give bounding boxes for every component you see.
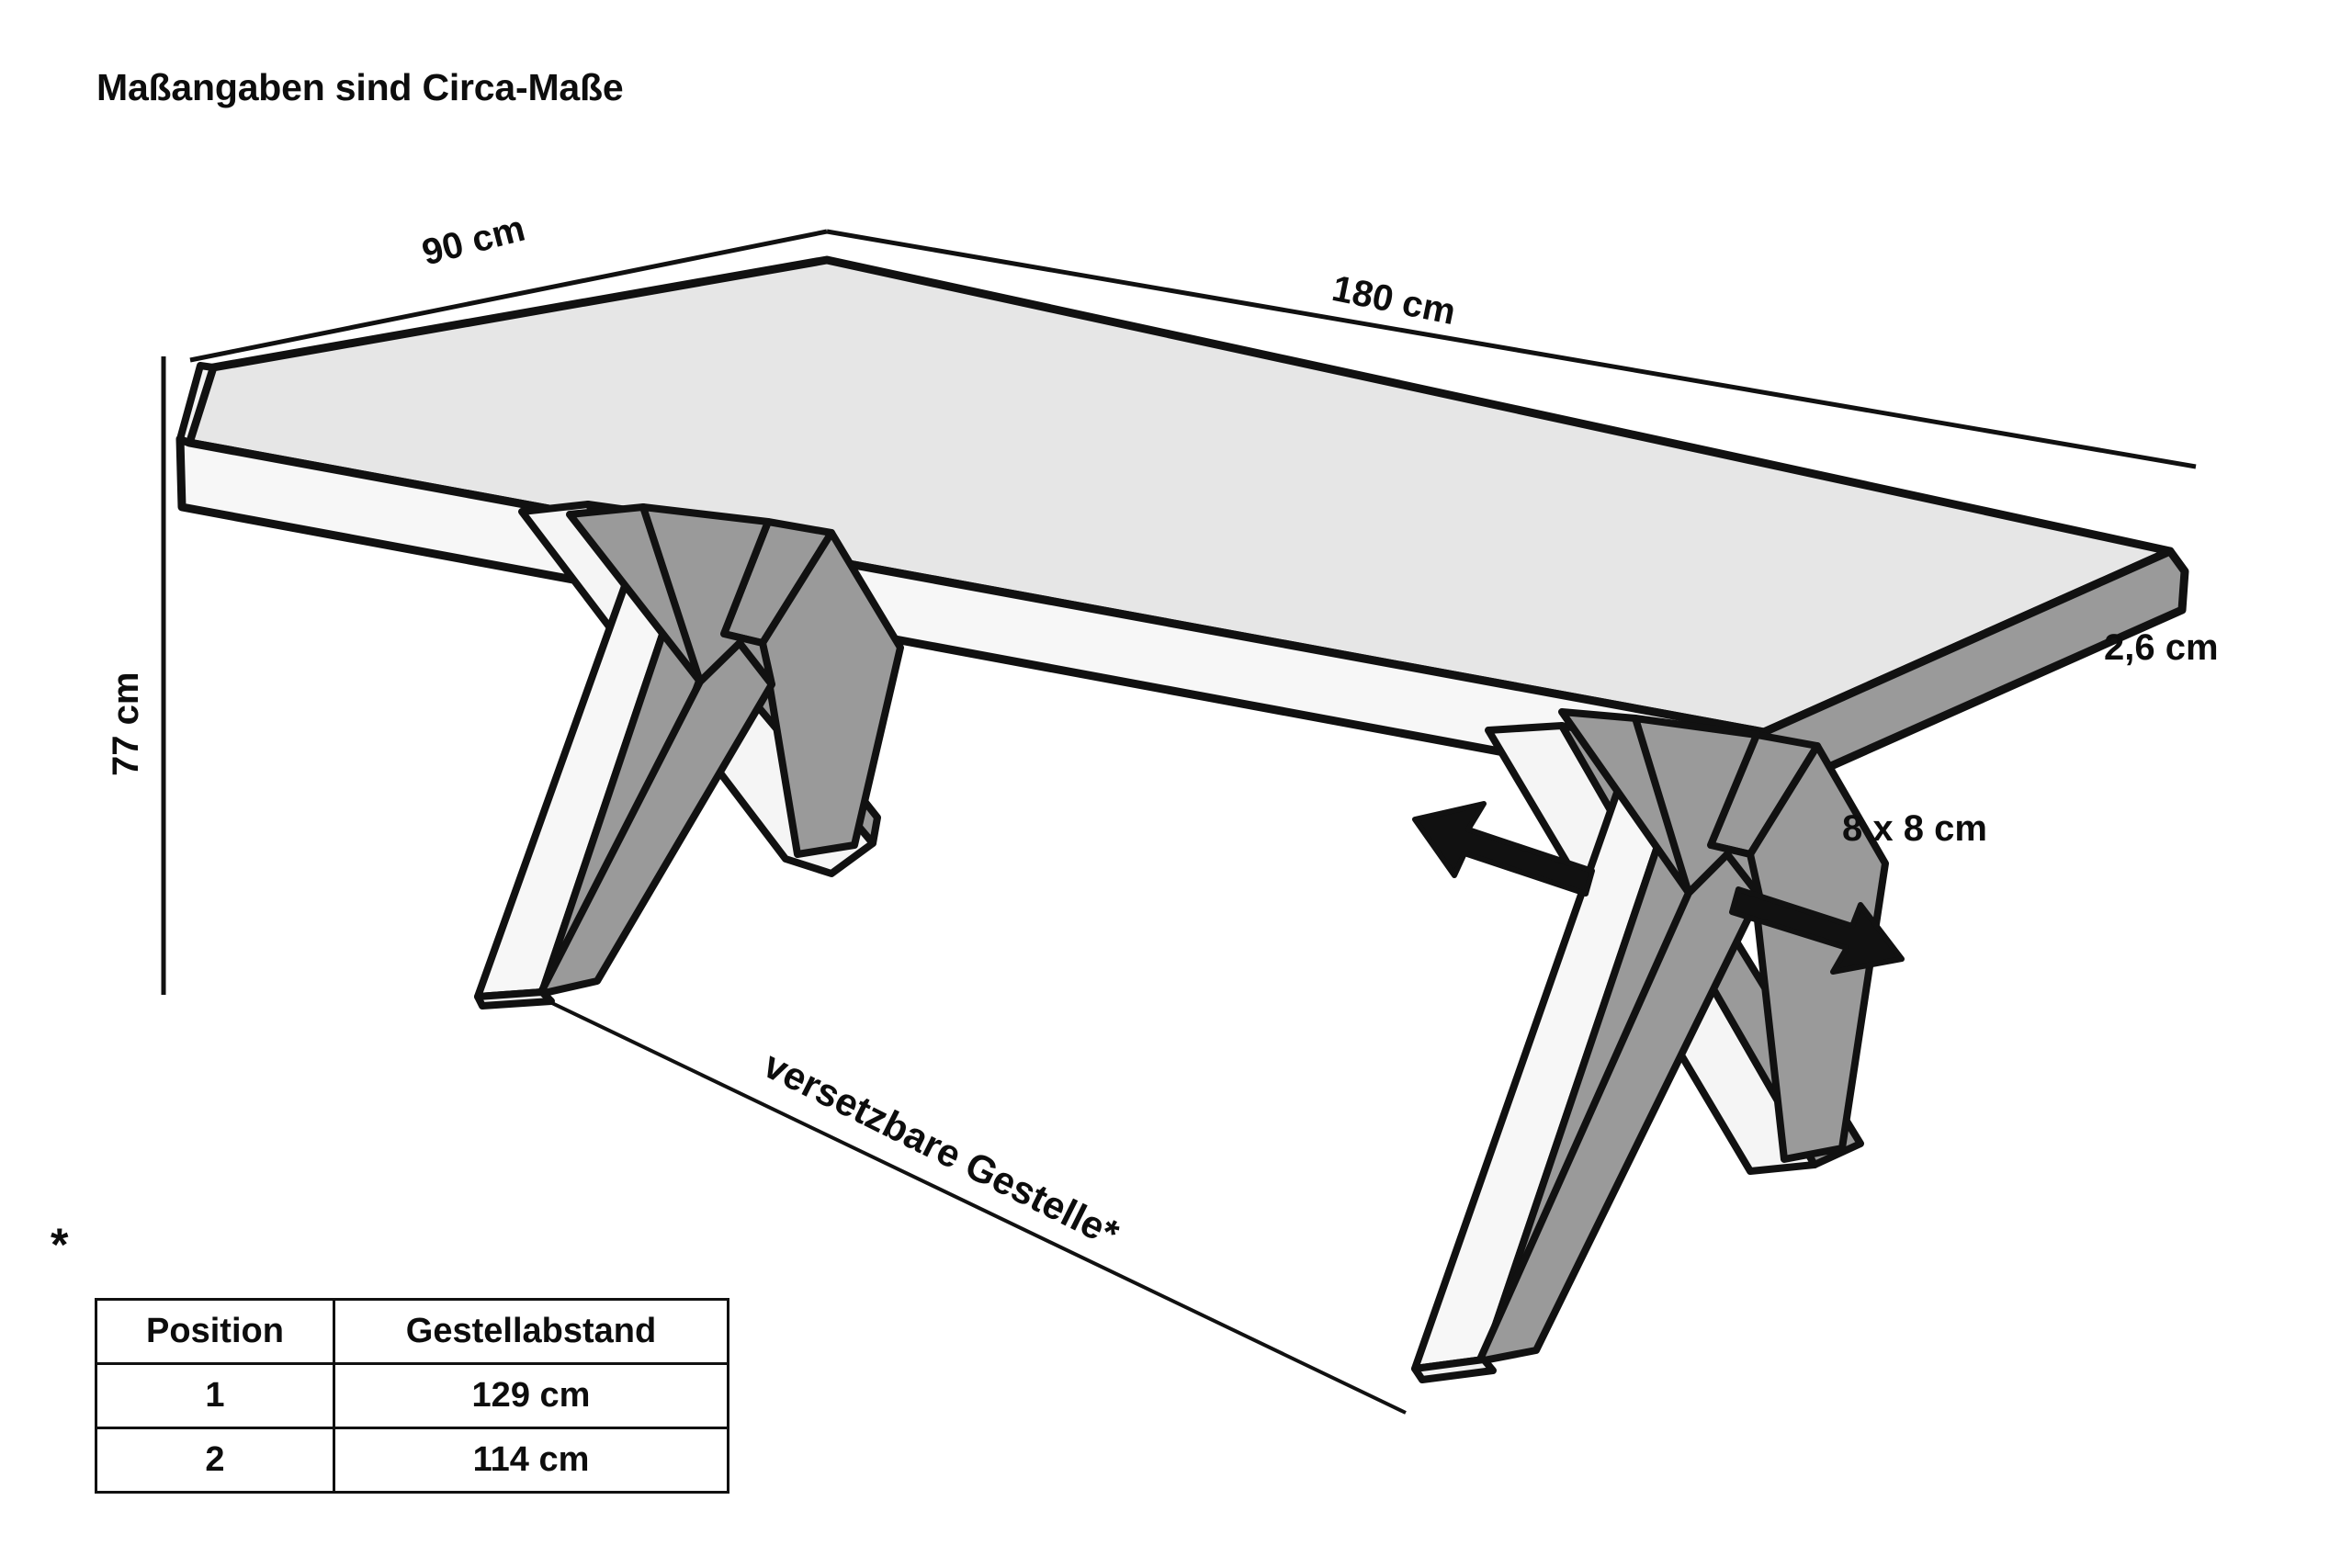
leader-line-movable-frames: [532, 992, 1407, 1415]
dimension-lines: [161, 229, 2197, 1415]
table-cell-distance: 114 cm: [333, 1427, 729, 1494]
left-x-leg: [474, 501, 904, 1010]
table-top-right-edge: [1752, 547, 2189, 804]
arrow-right-icon: [1729, 886, 1905, 975]
table-header-gestellabstand: Gestellabstand: [333, 1298, 729, 1365]
right-x-leg: [1411, 708, 1889, 1383]
table-cell-distance: 129 cm: [333, 1362, 729, 1429]
table-cell-position: 1: [95, 1362, 335, 1429]
page-title: Maßangaben sind Circa-Maße: [96, 66, 624, 108]
gestellabstand-table: Position Gestellabstand 1 129 cm 2 114 c…: [95, 1298, 729, 1494]
arrow-left-icon: [1412, 801, 1595, 897]
dimension-label-leg-profile: 8 x 8 cm: [1842, 808, 1987, 849]
dimension-label-thickness: 2,6 cm: [2104, 627, 2219, 668]
table-top: [175, 255, 2189, 804]
dimension-line-length: [826, 229, 2197, 469]
left-leg-x-lower-right: [759, 529, 904, 858]
right-leg-x-center: [1632, 715, 1763, 899]
footnote-asterisk: *: [51, 1219, 69, 1270]
left-leg-x-center: [639, 503, 775, 688]
right-leg-x-lower-right: [1747, 742, 1889, 1163]
table-row: 2 114 cm: [95, 1427, 729, 1494]
left-leg-foot-left: [474, 988, 555, 1010]
dimension-line-depth: [189, 229, 828, 363]
right-leg-foot: [1411, 1356, 1497, 1383]
dimension-label-height: 77 cm: [106, 671, 146, 776]
table-top-left-corner-facet: [176, 362, 217, 446]
table-row: 1 129 cm: [95, 1362, 729, 1429]
movability-arrows: [1412, 801, 1905, 975]
table-cell-position: 2: [95, 1427, 335, 1494]
table-header-row: Position Gestellabstand: [95, 1298, 729, 1365]
table-header-position: Position: [95, 1298, 335, 1365]
